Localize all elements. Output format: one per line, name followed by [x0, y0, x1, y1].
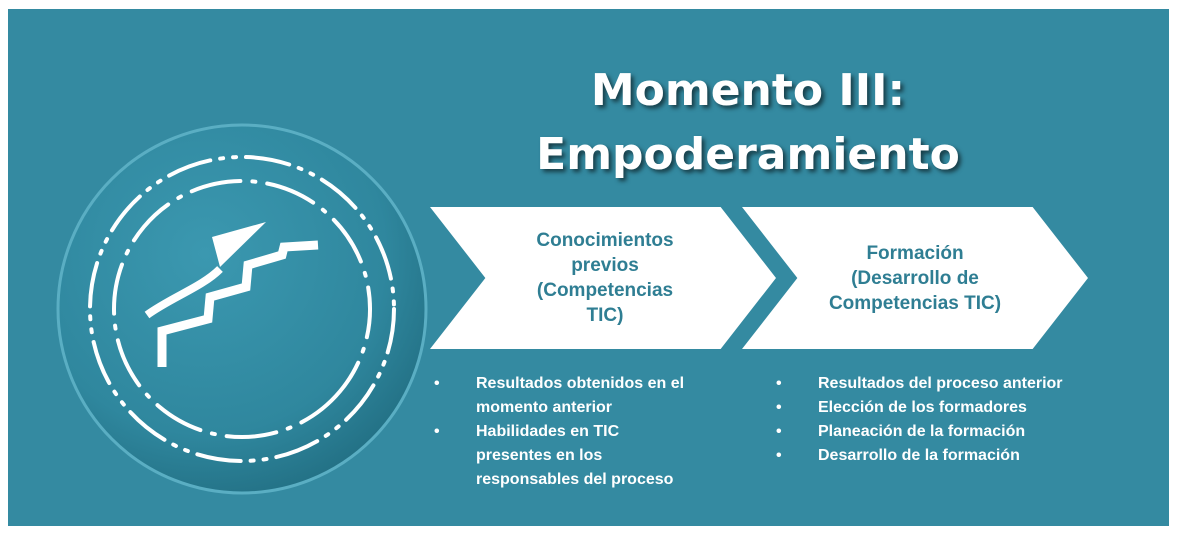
bullet-text-line: Habilidades en TIC	[476, 423, 620, 440]
step-2-heading-line: Competencias TIC)	[828, 292, 1002, 314]
step-1-heading-line: TIC)	[586, 305, 624, 326]
step-2-bullet-list: • Resultados del proceso anterior • Elec…	[774, 372, 1114, 468]
bullet-dot-icon: •	[776, 447, 782, 464]
step-1-heading-line: Conocimientos	[536, 230, 674, 251]
step-1-bullet-list: • Resultados obtenidos en el momento ant…	[432, 372, 732, 492]
step-1-heading-line: previos	[571, 255, 639, 276]
bullet-dot-icon: •	[434, 375, 440, 392]
title-line-1: Momento III:	[590, 65, 906, 116]
list-item: • Desarrollo de la formación	[774, 444, 1114, 468]
step-2-heading-line: Formación	[866, 242, 964, 264]
step-1-heading-line: (Competencias	[536, 280, 674, 301]
bullet-dot-icon: •	[776, 375, 782, 392]
step-chevron-1: Conocimientos previos (Competencias TIC)	[430, 207, 776, 349]
bullet-text-line: Planeación de la formación	[818, 423, 1026, 440]
list-item: • Resultados del proceso anterior	[774, 372, 1114, 396]
bullet-dot-icon: •	[776, 423, 782, 440]
rising-stairs-arrow-icon	[144, 222, 319, 367]
step-chevron-2: Formación (Desarrollo de Competencias TI…	[742, 207, 1088, 349]
step-1-heading: Conocimientos previos (Competencias TIC)	[490, 207, 720, 349]
bullet-text-line: Elección de los formadores	[818, 399, 1027, 416]
list-item: • Elección de los formadores	[774, 396, 1114, 420]
step-2-heading: Formación (Desarrollo de Competencias TI…	[800, 207, 1030, 349]
emblem-disc	[56, 123, 428, 495]
list-item: • Habilidades en TIC presentes en los re…	[432, 420, 732, 492]
list-item: • Resultados obtenidos en el momento ant…	[432, 372, 732, 420]
bullet-text-line: presentes en los	[476, 447, 603, 464]
step-2-heading-line: (Desarrollo de	[851, 267, 979, 289]
bullet-text-line: responsables del proceso	[476, 471, 674, 488]
bullet-text-line: Resultados del proceso anterior	[818, 375, 1063, 392]
emblem-badge	[56, 123, 428, 495]
emblem-outer-ring	[88, 155, 396, 463]
slide-title: Momento III: Empoderamiento	[528, 59, 968, 187]
title-line-2: Empoderamiento	[536, 129, 960, 180]
emblem-inner-ring	[112, 179, 372, 439]
bullet-text-line: Resultados obtenidos en el	[476, 375, 685, 392]
bullet-text-line: Desarrollo de la formación	[818, 447, 1020, 464]
bullet-dot-icon: •	[776, 399, 782, 416]
bullet-dot-icon: •	[434, 423, 440, 440]
bullet-text-line: momento anterior	[476, 399, 613, 416]
list-item: • Planeación de la formación	[774, 420, 1114, 444]
slide-canvas: Momento III: Empoderamiento Conocimiento…	[8, 9, 1169, 526]
